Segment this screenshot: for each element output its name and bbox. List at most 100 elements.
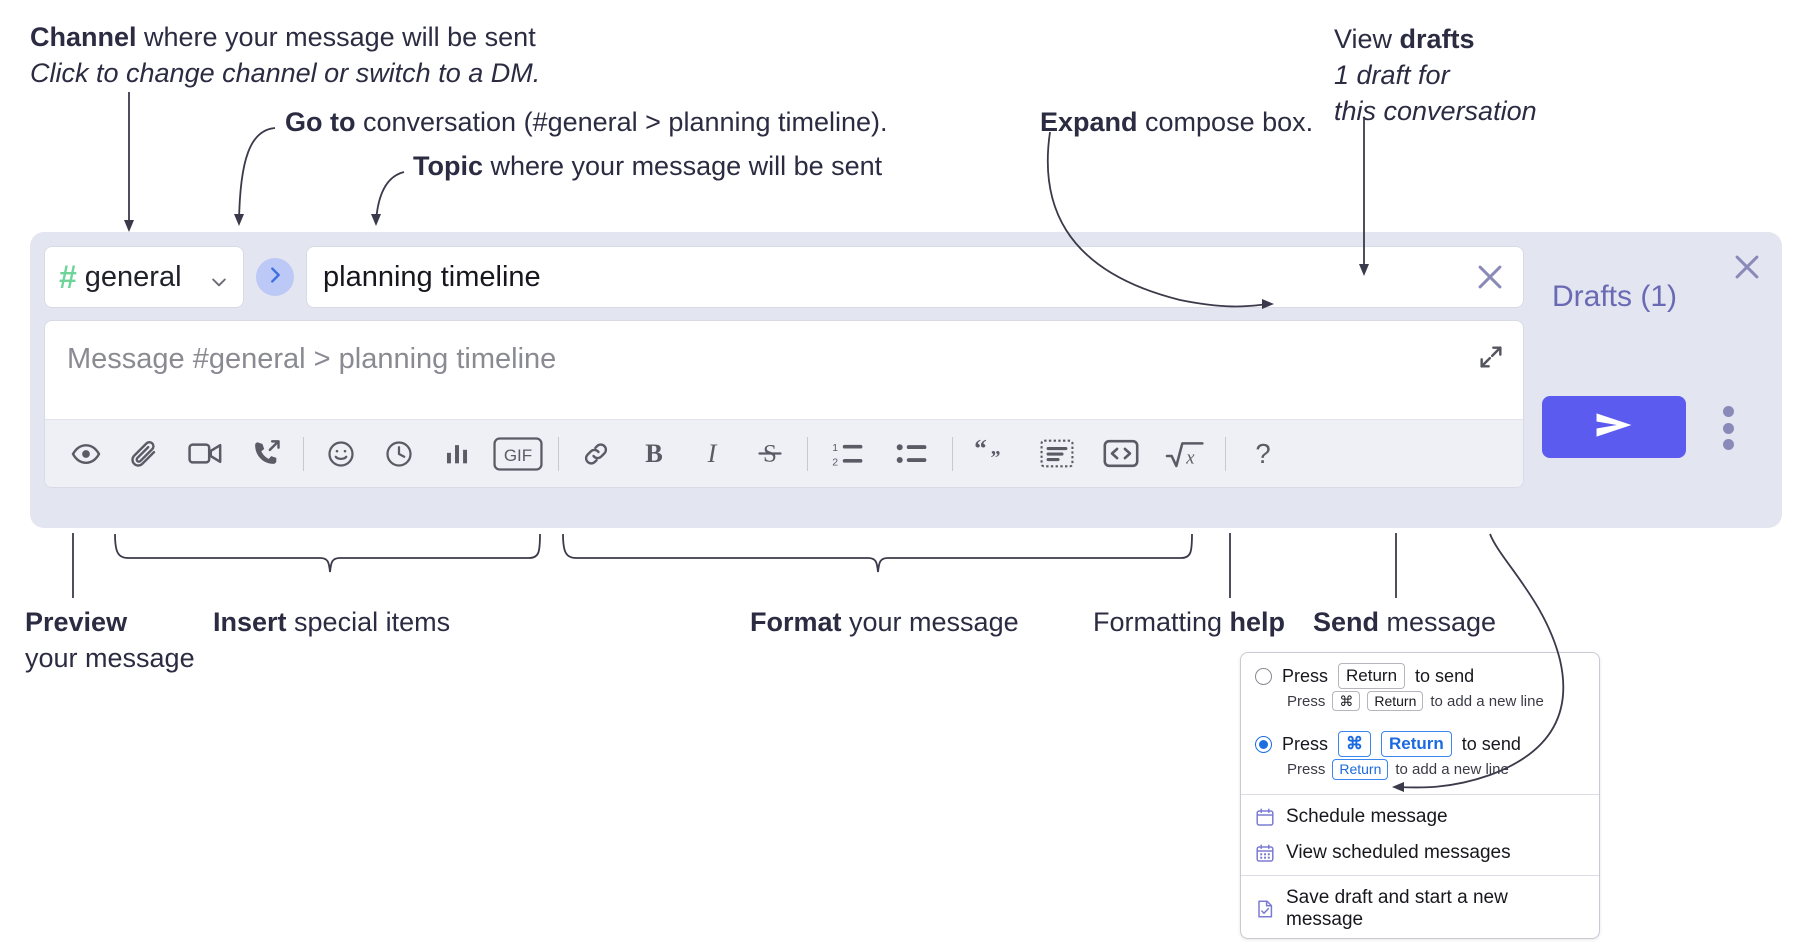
- blockquote-icon[interactable]: “ ”: [967, 431, 1019, 477]
- formatting-toolbar: GIF B: [45, 419, 1523, 487]
- brace-format: [562, 533, 1193, 573]
- annotation-drafts-bold: drafts: [1399, 24, 1475, 54]
- message-composer-panel: # general planning timeline Message #gen…: [30, 232, 1782, 528]
- italic-letter: I: [707, 439, 718, 468]
- close-composer-button[interactable]: [1730, 250, 1764, 284]
- topic-input[interactable]: planning timeline: [306, 246, 1524, 308]
- phone-forward-icon[interactable]: [243, 431, 289, 477]
- annotation-channel: Channel where your message will be sent …: [30, 20, 540, 92]
- hash-icon: #: [59, 259, 77, 295]
- code-block-icon[interactable]: [1031, 431, 1083, 477]
- annotation-expand: Expand compose box.: [1040, 105, 1313, 141]
- poll-bars-icon[interactable]: [434, 431, 480, 477]
- emoji-icon[interactable]: [318, 431, 364, 477]
- message-placeholder: Message #general > planning timeline: [67, 343, 557, 375]
- gif-icon[interactable]: GIF: [492, 431, 544, 477]
- send-paper-plane-icon: [1592, 409, 1636, 446]
- menu-item-label: Schedule message: [1286, 805, 1448, 827]
- inline-code-icon[interactable]: [1095, 431, 1147, 477]
- option1-press: Press: [1282, 665, 1329, 686]
- toolbar-divider: [952, 436, 953, 471]
- annotation-send-bold: Send: [1313, 607, 1380, 637]
- annotation-insert: Insert special items: [213, 605, 450, 641]
- more-vertical-icon-dot: [1722, 439, 1734, 450]
- annotation-drafts-plain: View: [1334, 24, 1400, 54]
- menu-divider: [1241, 874, 1599, 876]
- message-input-area[interactable]: Message #general > planning timeline: [44, 320, 1524, 488]
- drafts-link[interactable]: Drafts (1): [1552, 280, 1678, 313]
- italic-icon[interactable]: I: [689, 431, 735, 477]
- annotation-preview-bold: Preview: [25, 607, 128, 637]
- chevron-down-icon: [209, 267, 229, 287]
- bold-icon[interactable]: B: [631, 431, 677, 477]
- svg-text:x: x: [1185, 447, 1195, 468]
- radio-cmd-return[interactable]: [1255, 735, 1272, 753]
- radio-return[interactable]: [1255, 667, 1272, 685]
- clear-topic-icon[interactable]: [1473, 260, 1507, 294]
- option1-sub-press: Press: [1287, 692, 1326, 710]
- send-option-cmd-return[interactable]: Press ⌘ Return to send: [1241, 721, 1599, 759]
- annotation-help-plain: Formatting: [1093, 607, 1230, 637]
- clock-icon[interactable]: [376, 431, 422, 477]
- video-camera-icon[interactable]: [179, 431, 231, 477]
- menu-item-label: View scheduled messages: [1286, 841, 1511, 863]
- brace-insert: [114, 533, 541, 573]
- composer-header-row: # general planning timeline: [44, 246, 1524, 308]
- key-command-selected: ⌘: [1338, 731, 1372, 758]
- key-return-sub-selected: Return: [1332, 759, 1389, 780]
- chevron-right-icon: [264, 264, 286, 291]
- send-button[interactable]: [1542, 396, 1686, 458]
- annotation-goto-bold: Go to: [285, 107, 356, 137]
- option1-sub-rest: to add a new line: [1430, 692, 1544, 710]
- annotation-goto: Go to conversation (#general > planning …: [285, 105, 888, 141]
- annotation-topic: Topic where your message will be sent: [413, 149, 882, 185]
- formatting-help-icon[interactable]: ?: [1240, 431, 1286, 477]
- compose-options-menu: Press Return to send Press ⌘ Return to a…: [1240, 652, 1600, 939]
- expand-compose-button[interactable]: [1477, 343, 1505, 371]
- channel-name: general: [84, 260, 182, 293]
- svg-text:1: 1: [832, 443, 838, 454]
- toolbar-divider: [807, 436, 808, 471]
- annotation-format: Format your message: [750, 605, 1019, 641]
- channel-selector[interactable]: # general: [44, 246, 244, 308]
- ordered-list-icon[interactable]: 1 2: [822, 431, 874, 477]
- preview-icon[interactable]: [63, 431, 109, 477]
- option2-press: Press: [1282, 733, 1329, 754]
- leader-topic: [375, 171, 405, 223]
- annotation-channel-bold: Channel: [30, 22, 137, 52]
- link-icon[interactable]: [573, 431, 619, 477]
- send-option-cmd-return-hint: Press Return to add a new line: [1241, 759, 1599, 789]
- send-option-return[interactable]: Press Return to send: [1241, 653, 1599, 691]
- option1-to-send: to send: [1415, 665, 1475, 686]
- save-draft-icon: [1255, 899, 1275, 919]
- menu-item-label: Save draft and start a new message: [1286, 886, 1508, 930]
- bulleted-list-icon[interactable]: [886, 431, 938, 477]
- strikethrough-icon[interactable]: S: [747, 431, 793, 477]
- annotation-drafts-line3: this conversation: [1334, 95, 1537, 126]
- key-return-selected: Return: [1381, 731, 1452, 758]
- annotation-send: Send message: [1313, 605, 1496, 641]
- menu-item-save-draft[interactable]: Save draft and start a new message: [1241, 880, 1599, 938]
- key-return: Return: [1338, 663, 1406, 690]
- toolbar-divider: [303, 436, 304, 471]
- annotation-topic-bold: Topic: [413, 151, 483, 181]
- more-vertical-icon-dot: [1722, 406, 1734, 417]
- annotation-send-rest: message: [1379, 607, 1497, 637]
- menu-item-schedule-message[interactable]: Schedule message: [1241, 799, 1599, 835]
- toolbar-divider: [1225, 436, 1226, 471]
- annotation-drafts-line2: 1 draft for: [1334, 59, 1450, 90]
- topic-value: planning timeline: [323, 260, 541, 293]
- calendar-grid-icon: [1255, 843, 1275, 863]
- goto-conversation-button[interactable]: [256, 258, 294, 296]
- math-icon[interactable]: x: [1159, 431, 1211, 477]
- annotation-format-rest: your message: [841, 607, 1019, 637]
- annotation-topic-rest: where your message will be sent: [483, 151, 883, 181]
- annotation-insert-bold: Insert: [213, 607, 287, 637]
- annotation-channel-italic: Click to change channel or switch to a D…: [30, 57, 541, 88]
- send-option-return-hint: Press ⌘ Return to add a new line: [1241, 691, 1599, 721]
- menu-item-view-scheduled[interactable]: View scheduled messages: [1241, 835, 1599, 871]
- attachment-icon[interactable]: [121, 431, 167, 477]
- menu-divider: [1241, 793, 1599, 795]
- compose-options-button[interactable]: [1722, 406, 1734, 450]
- annotation-drafts: View drafts 1 draft for this conversatio…: [1334, 22, 1537, 130]
